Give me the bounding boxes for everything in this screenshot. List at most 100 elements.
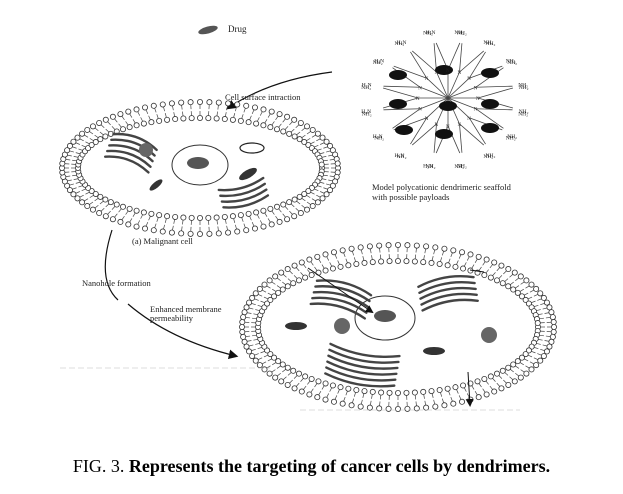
malignant-cell-lipid-head [133, 106, 140, 113]
drug-entry-arrow-1 [307, 267, 374, 314]
malignant-cell-lipid-head [133, 122, 140, 129]
drug-payload [435, 65, 453, 75]
permeabilized-cell-lipid-head [505, 283, 512, 290]
dendrimer-amine-label: NH₂ [361, 85, 371, 91]
permeabilized-cell-lipid-head [420, 388, 427, 395]
permeabilized-cell-lipid-head [339, 247, 346, 254]
malignant-cell-lipid-head [196, 214, 203, 221]
permeabilized-cell-lipid-head [306, 391, 313, 398]
permeabilized-cell-lipid-head [272, 273, 279, 280]
permeabilized-cell-lipid-head [444, 385, 451, 392]
malignant-cell-lipid-head [64, 147, 71, 154]
permeabilized-cell-lipid-head [322, 380, 329, 387]
malignant-cell-lipid-head [79, 199, 86, 206]
permeabilized-cell-golgi [309, 275, 479, 388]
malignant-cell-lipid-head [188, 214, 195, 221]
permeabilized-cell-lipid-head [291, 385, 298, 392]
malignant-cell-lipid-head [221, 213, 228, 220]
malignant-cell-lipid-head [102, 133, 109, 140]
permeabilized-cell-lipid-head [505, 364, 512, 371]
permeabilized-cell-lipid-head [413, 242, 420, 249]
dendrimer-amine-label: NH₂ [507, 134, 517, 140]
malignant-cell-lipid-head [301, 139, 308, 146]
malignant-cell-lipid-head [243, 102, 250, 109]
dendrimer-nitrogen-label: N [446, 125, 450, 130]
permeabilized-cell-lipid-head [296, 370, 303, 377]
malignant-cell-lipid-head [92, 139, 99, 146]
cell-surface-interaction: Cell surface intraction [225, 71, 333, 110]
permeabilized-cell-lipid-head [353, 260, 360, 267]
permeabilized-cell-lipid-head [533, 362, 540, 369]
malignant-cell-lipid-head [117, 111, 124, 118]
malignant-cell-lipid-head [150, 227, 157, 234]
permeabilized-cell-lipid-head [369, 259, 376, 266]
drug-entry-arrow-3 [469, 269, 485, 273]
permeabilized-cell-lipid-head [518, 354, 525, 361]
permeabilized-cell-lipid-head [261, 366, 268, 373]
dendrimer-branch-bond [468, 117, 486, 145]
malignant-cell-lipid-head [291, 116, 298, 123]
dendrimer-branch-bond [468, 51, 486, 79]
permeabilized-cell-lipid-head [238, 323, 245, 330]
dendrimer-branch-bond [475, 108, 504, 129]
malignant-cell-lipid-head [319, 195, 326, 202]
permeabilized-cell-lipid-head [337, 263, 344, 270]
malignant-cell-lipid-head [215, 230, 222, 237]
drug-payload [395, 125, 413, 135]
permeabilized-cell-lipid-head [491, 259, 498, 266]
dendrimer-amine-label: NH₂ [457, 163, 467, 169]
permeabilized-cell-lipid-head [528, 366, 535, 373]
dendrimer-amine-label: H₂N [361, 109, 371, 115]
permeabilized-cell-lipid-head [386, 389, 393, 396]
malignant-cell-lipid-head [140, 209, 147, 216]
permeabilized-cell-lipid-head [241, 338, 248, 345]
permeabilized-cell-lipid-head [546, 343, 553, 350]
permeabilized-cell-lipid-head [522, 296, 529, 303]
permeabilized-cell-lipid-head [266, 370, 273, 377]
permeabilized-cell-lipid-head [450, 247, 457, 254]
malignant-cell-lipid-head [96, 119, 103, 126]
dendrimer-amine-label: NH₂ [373, 60, 383, 66]
permeabilized-cell-lipid-head [505, 381, 512, 388]
permeabilized-cell-cisterna [309, 302, 367, 320]
drug-label: Drug [228, 24, 247, 34]
malignant-cell-lipid-head [142, 104, 149, 111]
permeabilized-cell-lipid-head [385, 242, 392, 249]
permeabilized-cell-lipid-head [348, 402, 355, 409]
permeabilized-cell-lipid-head [241, 309, 248, 316]
malignant-cell-lipid-head [260, 106, 267, 113]
permeabilized-cell-lipid-head [537, 357, 544, 364]
malignant-cell-lipid-head [66, 142, 73, 149]
malignant-cell-lipid-head [206, 230, 213, 237]
malignant-cell-vesicle [139, 143, 153, 157]
permeabilized-cell-lipid-head [240, 314, 247, 321]
malignant-cell-lipid-head [79, 130, 86, 137]
dendrimer-core-bond [420, 97, 449, 110]
permeabilized-cell-lipid-head [404, 242, 411, 249]
permeabilized-cell-lipid-head [322, 267, 329, 274]
drug-legend: Drug [198, 24, 247, 35]
permeabilized-cell-lipid-head [298, 259, 305, 266]
malignant-cell-lipid-head [156, 212, 163, 219]
malignant-cell-lipid-head [237, 117, 244, 124]
permeabilized-cell-lipid-head [432, 244, 439, 251]
permeabilized-cell-cisterna [315, 279, 373, 297]
malignant-cell-lipid-head [221, 116, 228, 123]
malignant-cell: (a) Malignant cell [59, 99, 341, 246]
permeabilized-cell-lipid-head [291, 262, 298, 269]
malignant-cell-lipid-head [319, 134, 326, 141]
permeabilized-cell-lipid-head [493, 370, 500, 377]
dendrimer-branch-bond [393, 65, 427, 79]
malignant-cell-lipid-head [225, 229, 232, 236]
permeabilized-cell-lipid-head [403, 389, 410, 396]
malignant-cell-lipid-head [314, 199, 321, 206]
malignant-cell-lipid-head [215, 99, 222, 106]
dendrimer-nitrogen-label: N [467, 77, 471, 82]
permeabilized-cell-lipid-head [306, 256, 313, 263]
permeabilized-cell-lipid-head [278, 378, 285, 385]
malignant-cell-lipid-head [243, 227, 250, 234]
permeabilized-cell-lipid-head [420, 259, 427, 266]
permeabilized-cell-lipid-head [337, 384, 344, 391]
permeabilized-cell-lipid-head [243, 304, 250, 311]
permeabilized-cell-lipid-head [394, 405, 401, 412]
